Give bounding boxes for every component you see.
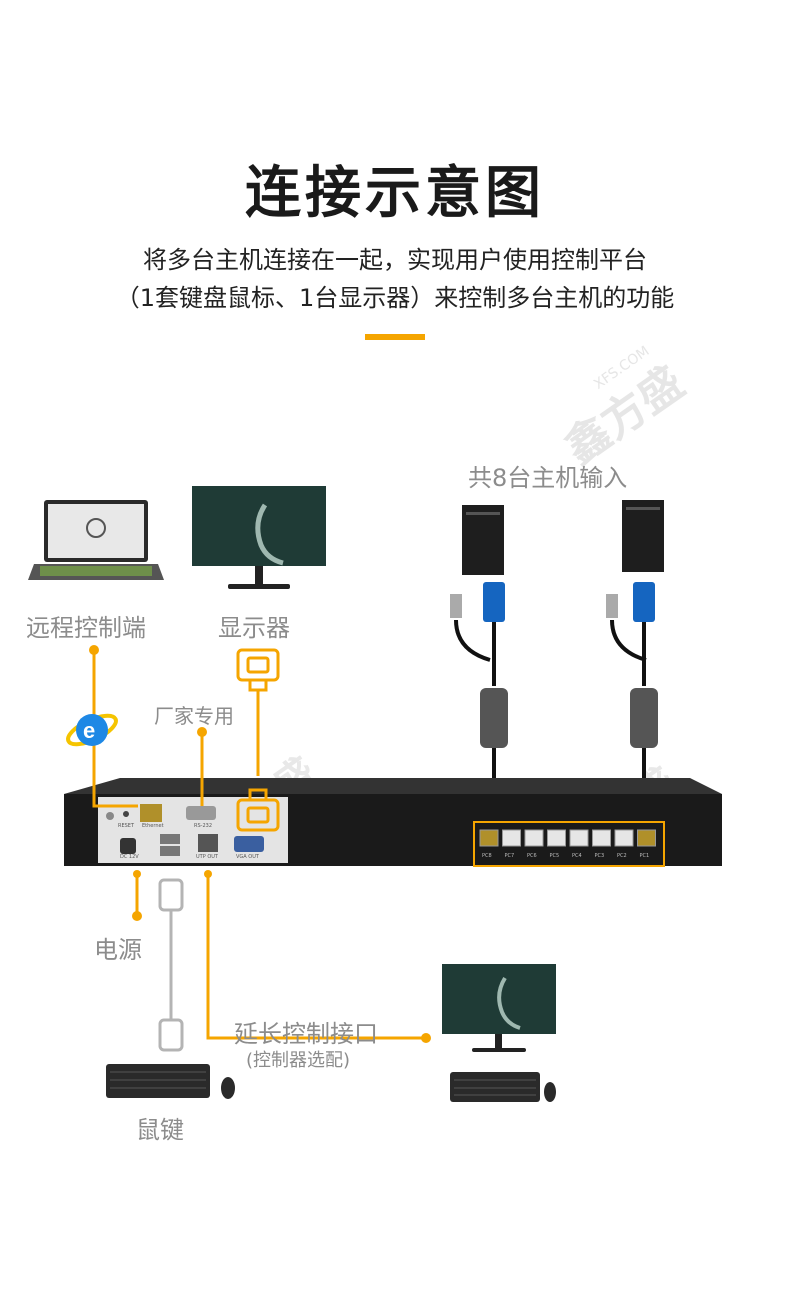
dc-label: DC 12V <box>120 854 139 860</box>
mouse-icon-2 <box>544 1082 556 1102</box>
hosts-label: 共8台主机输入 <box>468 464 628 492</box>
usb-port <box>160 834 180 844</box>
power-label: 电源 <box>94 936 142 964</box>
host-port-pc2 <box>614 829 634 847</box>
ground-terminal <box>106 812 114 820</box>
dot-power-top <box>133 870 141 878</box>
rs232-label: RS-232 <box>194 823 212 829</box>
extension-label: 延长控制接口 <box>234 1020 378 1048</box>
host-port-label-pc4: PC4 <box>572 853 582 859</box>
monitor-icon <box>192 486 326 589</box>
rs232-port <box>186 806 216 820</box>
subtitle-line-2: （1套键盘鼠标、1台显示器）来控制多台主机的功能 <box>115 284 675 312</box>
host-port-label-pc1: PC1 <box>640 853 650 859</box>
remote-link-line <box>92 650 138 808</box>
dot-extension-top <box>204 870 212 878</box>
mouse-icon <box>221 1077 235 1099</box>
host-port-label-pc7: PC7 <box>505 853 515 859</box>
vga-out-label: VGA OUT <box>236 854 260 860</box>
extension-note: (控制器选配) <box>246 1050 351 1071</box>
monitor-label: 显示器 <box>218 614 290 642</box>
dot-power <box>132 911 142 921</box>
keyboard-mouse-label: 鼠键 <box>136 1116 184 1144</box>
vga-cable-icon <box>236 648 280 832</box>
ethernet-label: Ethernet <box>142 823 164 829</box>
vendor-label: 厂家专用 <box>154 704 234 728</box>
host-port-pc5 <box>547 829 566 847</box>
utp-out-port <box>198 834 218 852</box>
svg-text:e: e <box>83 718 95 743</box>
host-port-pc6 <box>524 829 544 847</box>
page-title: 连接示意图 <box>245 161 545 226</box>
host-port-label-pc6: PC6 <box>527 853 537 859</box>
dot-vendor <box>197 727 207 737</box>
usb-port-2 <box>160 846 180 856</box>
host-tower-icon-2 <box>622 500 664 572</box>
reset-label: RESET <box>118 823 135 829</box>
remote-label: 远程控制端 <box>26 614 146 642</box>
host-port-pc8 <box>479 829 499 847</box>
dot-remote <box>89 645 99 655</box>
vga-out-port <box>234 836 264 852</box>
host-port-pc3 <box>592 829 611 847</box>
host-port-label-pc3: PC3 <box>595 853 605 859</box>
keyboard-icon-2 <box>450 1072 540 1102</box>
dc-jack <box>120 838 136 854</box>
laptop-icon <box>28 500 164 580</box>
subtitle-line-1: 将多台主机连接在一起，实现用户使用控制平台 <box>143 246 647 274</box>
dot-extension <box>421 1033 431 1043</box>
accent-divider <box>365 334 425 340</box>
host-port-label-pc5: PC5 <box>550 853 560 859</box>
usb-cable-gray <box>158 878 184 1052</box>
keyboard-icon <box>106 1064 210 1098</box>
host-port-pc7 <box>502 829 521 847</box>
monitor-icon-2 <box>442 964 556 1052</box>
extension-link-line <box>206 874 426 1040</box>
utp-out-label: UTP OUT <box>196 854 219 860</box>
reset-button <box>123 811 129 817</box>
internet-explorer-icon: e <box>66 713 118 747</box>
host-tower-icon <box>462 505 504 575</box>
host-port-label-pc2: PC2 <box>617 853 627 859</box>
host-port-label-pc8: PC8 <box>482 853 492 859</box>
host-port-pc4 <box>569 829 589 847</box>
ethernet-port <box>140 804 162 822</box>
host-port-pc1 <box>637 829 656 847</box>
